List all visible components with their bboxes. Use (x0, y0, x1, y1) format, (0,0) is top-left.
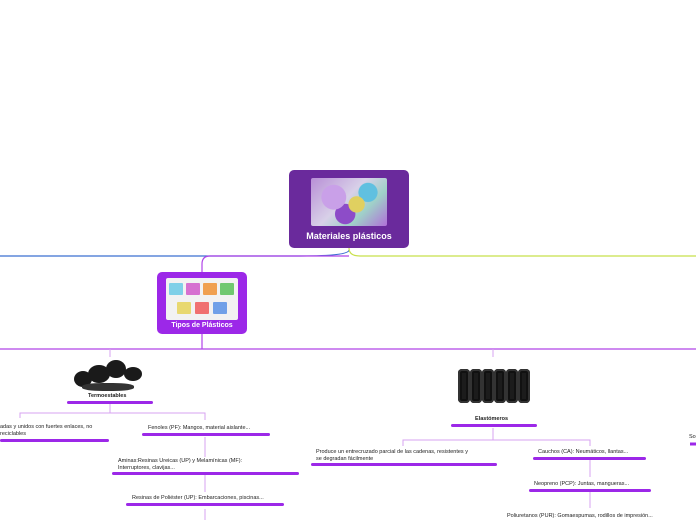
branch-line-lime (348, 247, 696, 257)
plastics-image (311, 178, 387, 226)
elasto-neopreno[interactable]: Neopreno (PCP): Juntas, mangueras... (534, 481, 630, 487)
termo-aminas-line1[interactable]: Aminas:Resinas Ureicas (UP) y Melamínica… (118, 458, 243, 464)
branch-line-subtopic (201, 255, 349, 272)
termo-aminas-underline (112, 472, 299, 475)
subtopic-node[interactable]: Tipos de Plásticos (157, 272, 247, 334)
termo-fenoles-underline (142, 433, 270, 436)
termo-definition-line1[interactable]: adas y unidos con fuertes enlaces, no (0, 424, 93, 430)
root-node[interactable]: Materiales plásticos (289, 170, 409, 248)
termo-definition-underline (0, 439, 109, 442)
elasto-poliuretanos[interactable]: Poliuretanos (PUR): Gomaespumas, rodillo… (507, 513, 653, 519)
termo-poliester[interactable]: Resinas de Poliéster (UP): Embarcaciones… (132, 495, 264, 501)
elastomeros-underline (451, 424, 537, 427)
termo-definition-line2[interactable]: reciclables (0, 431, 26, 437)
termo-poliester-underline (126, 503, 284, 506)
elasto-definition-line1[interactable]: Produce un entrecruzado parcial de las c… (316, 449, 468, 455)
termo-child-lines (19, 404, 206, 520)
termo-aminas-line2[interactable]: Interruptores, clavijas... (118, 465, 175, 471)
root-title: Materiales plásticos (306, 231, 392, 241)
termoestables-title[interactable]: Termoestables (88, 393, 127, 399)
elasto-child-lines (402, 428, 591, 508)
elasto-cauchos[interactable]: Cauchos (CA): Neumáticos, llantas... (538, 449, 629, 455)
termo-fenoles[interactable]: Fenoles (PF): Mangos, material aislante.… (148, 425, 251, 431)
tires-image (456, 369, 530, 403)
subtopic-title: Tipos de Plásticos (171, 322, 233, 329)
edge-node-label[interactable]: So (689, 434, 696, 440)
elasto-definition-underline (311, 463, 497, 466)
elasto-neopreno-underline (529, 489, 651, 492)
cookware-image (72, 357, 148, 393)
elastomeros-title[interactable]: Elastómeros (475, 416, 509, 422)
elasto-definition-line2[interactable]: se degradan fácilmente (316, 456, 374, 462)
plastic-types-infographic (166, 278, 238, 320)
termoestables-underline (67, 401, 153, 404)
branch-line-blue (0, 249, 350, 257)
elasto-cauchos-underline (533, 457, 646, 460)
